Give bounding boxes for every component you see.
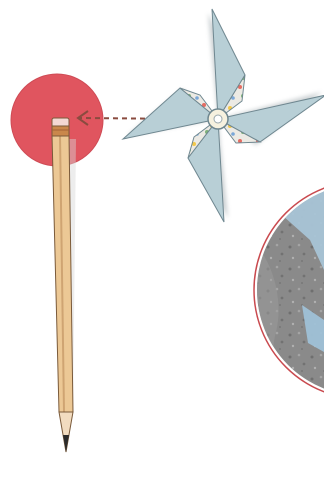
pencil-icon — [52, 118, 76, 452]
textured-disc — [250, 180, 324, 420]
pinwheel-icon — [123, 9, 324, 222]
